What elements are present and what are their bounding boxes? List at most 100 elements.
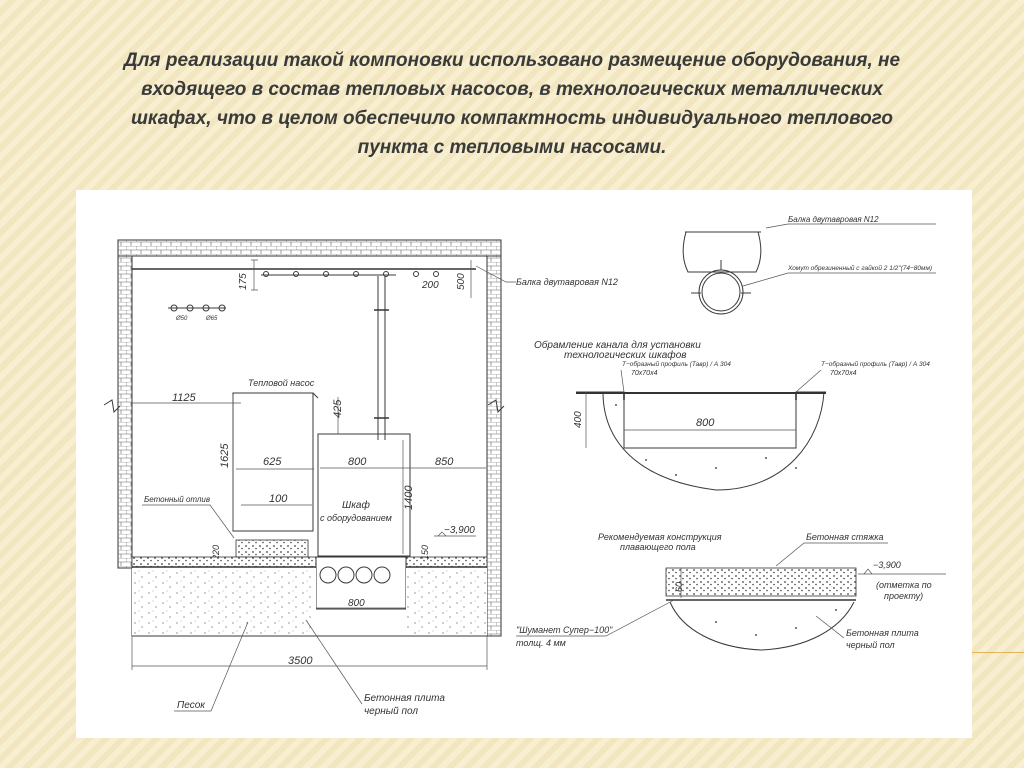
dim-150: 150 (420, 545, 430, 560)
floor-title-1: Рекомендуемая конструкция (598, 532, 722, 542)
floor-detail: Рекомендуемая конструкция плавающего пол… (516, 532, 946, 651)
floor-dim-60: 60 (674, 582, 684, 592)
sand-fill-left (132, 568, 316, 636)
shumanet-leader (516, 599, 675, 637)
dim-1400: 1400 (403, 485, 415, 510)
floor-slab-label-1: Бетонная плита (846, 628, 919, 638)
heat-pump-detail (232, 392, 319, 399)
channel-dim-800: 800 (696, 417, 715, 429)
vertical-pipe (377, 276, 386, 440)
dim-800-channel: 800 (348, 598, 365, 609)
clamp-leader (742, 272, 936, 287)
profile-left-2: 70х70х4 (631, 370, 658, 377)
equipment-cabinet (317, 433, 411, 557)
beam-detail-label: Балка двутавровая N12 (788, 215, 879, 224)
pipe-flanges (374, 309, 389, 419)
shumanet-label-1: "Шуманет Супер−100" (516, 625, 613, 635)
clamp-label: Хомут обрезиненный с гайкой 2 1/2"(74−80… (787, 264, 932, 272)
channel-title-1: Обрамление канала для установки (534, 339, 701, 351)
break-mark-right (487, 399, 505, 414)
slab-arc (669, 601, 855, 651)
right-wall (486, 255, 502, 637)
profile-leaders (620, 369, 822, 393)
sand-leader (174, 621, 249, 712)
sand-label: Песок (177, 700, 206, 711)
profile-left-1: Т−образный профиль (Тавр) / А 304 (622, 360, 731, 368)
dim-line-3500 (131, 636, 488, 670)
pipe-fittings (168, 304, 226, 312)
beam-label: Балка двутавровая N12 (516, 277, 618, 287)
floor-level-mark: −3,900 (873, 560, 901, 570)
drawing-panel: 175 500 200 Балка двутавровая N12 Ø50 Ø6… (76, 190, 972, 738)
pipe-label-50: Ø50 (175, 316, 188, 322)
dim-220: 220 (211, 545, 221, 561)
dim-1125: 1125 (172, 392, 197, 404)
slide-title: Для реализации такой компоновки использо… (40, 46, 984, 162)
slab-leader (305, 619, 363, 705)
dim-625: 625 (263, 456, 282, 468)
pipe-clamp (698, 269, 744, 315)
engineering-drawing: 175 500 200 Балка двутавровая N12 Ø50 Ø6… (103, 215, 946, 717)
sand-fill-right (406, 568, 487, 636)
floor-screed (131, 556, 488, 568)
floor-top-line (576, 392, 826, 394)
cabinet-channel (315, 556, 407, 610)
t-profiles (623, 392, 797, 400)
floor-slab-label-2: черный пол (846, 640, 895, 650)
roof-slab (117, 239, 502, 257)
dim-line-175 (251, 259, 258, 291)
ground-arc (602, 391, 825, 491)
level-mark: −3,900 (444, 525, 475, 536)
cabinet-label-1: Шкаф (342, 499, 370, 511)
screed-label: Бетонная стяжка (806, 532, 884, 542)
concrete-specks (615, 404, 797, 476)
concrete-flow-label: Бетонный отлив (144, 495, 210, 504)
dim-3500: 3500 (288, 655, 313, 667)
break-mark-left (103, 399, 121, 414)
title-line: входящего в состав тепловых насосов, в т… (141, 79, 883, 100)
left-wall (117, 255, 133, 569)
floor-concrete-specks (715, 609, 837, 636)
clamp-bolts (691, 260, 751, 294)
screed-layer (665, 567, 857, 597)
pipe-label-65: Ø65 (205, 316, 218, 322)
screed-leader (775, 542, 888, 567)
profile-right-1: Т−образный профиль (Тавр) / А 304 (821, 360, 930, 368)
slab-label-1: Бетонная плита (364, 693, 445, 704)
channel-detail: Обрамление канала для установки технолог… (534, 339, 930, 491)
dim-175: 175 (238, 273, 249, 290)
title-line: Для реализации такой компоновки использо… (123, 50, 901, 71)
dim-800-cabinet: 800 (348, 456, 367, 468)
title-line: шкафах, что в целом обеспечило компактно… (131, 108, 893, 129)
floor-level-note-1: (отметка по (876, 580, 932, 590)
dim-850: 850 (435, 456, 454, 468)
cabinet-label-2: с оборудованием (320, 513, 392, 523)
channel-title-2: технологических шкафов (564, 349, 687, 361)
channel-dim-400: 400 (573, 411, 584, 428)
floor-level-note-2: проекту) (884, 591, 923, 601)
concrete-flow-leader (142, 504, 235, 539)
beam-leader (475, 265, 516, 283)
profile-right-2: 70х70х4 (830, 370, 857, 377)
slab-label-2: черный пол (364, 706, 418, 717)
beam-detail-leader (765, 223, 936, 229)
pipe-hangers (263, 271, 439, 277)
decorative-line (972, 652, 1024, 653)
heat-pump-label: Тепловой насос (248, 378, 315, 388)
floor-slab-leader (815, 615, 845, 639)
shumanet-label-2: толщ. 4 мм (516, 638, 566, 648)
beam-detail: Балка двутавровая N12 Хомут обрезиненный… (682, 215, 936, 315)
beam-section (682, 231, 762, 273)
dim-425: 425 (332, 399, 344, 418)
floor-level-leader (858, 568, 946, 575)
dim-200: 200 (421, 280, 439, 291)
concrete-pad (235, 539, 309, 558)
level-leader (434, 531, 476, 537)
main-section: 175 500 200 Балка двутавровая N12 Ø50 Ø6… (103, 239, 618, 717)
channel-pipes (319, 566, 391, 584)
title-line: пункта с тепловыми насосами. (357, 137, 667, 158)
floor-title-2: плавающего пола (620, 542, 696, 552)
dim-100: 100 (269, 493, 288, 505)
dim-1625: 1625 (219, 443, 231, 468)
dim-500: 500 (456, 273, 467, 290)
